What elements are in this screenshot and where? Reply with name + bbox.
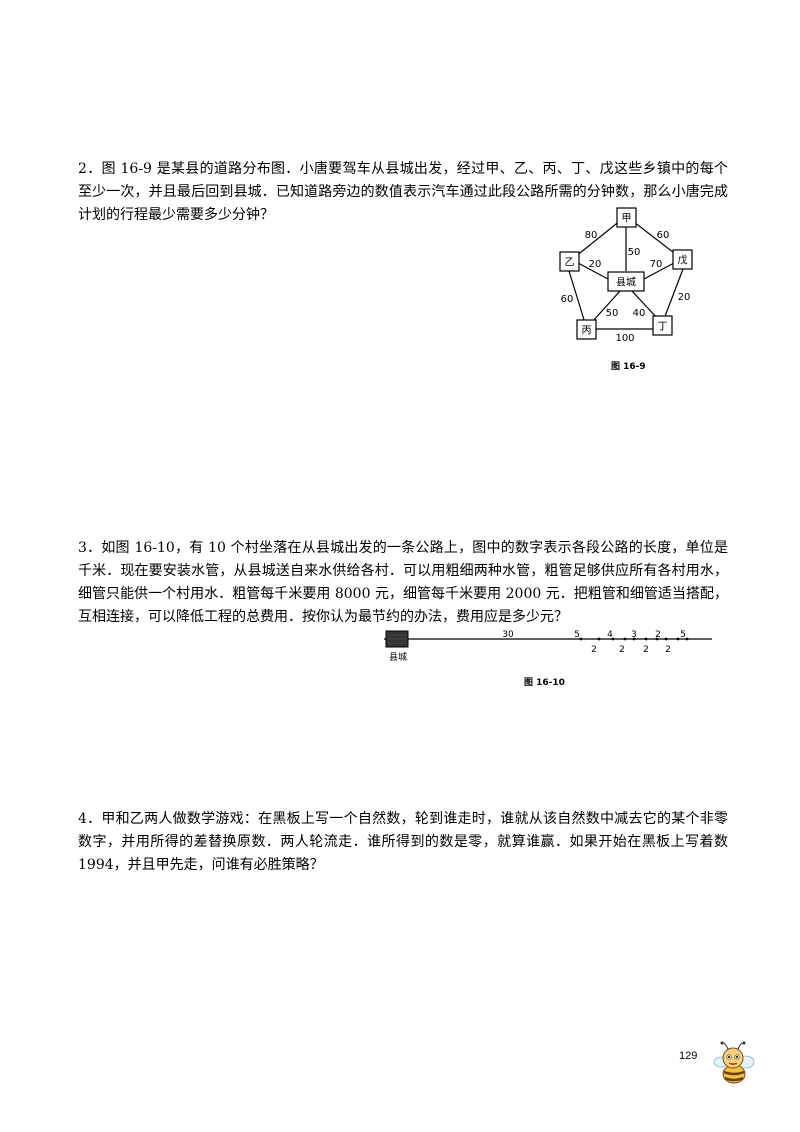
node-box-center [607, 271, 645, 292]
village-dot [664, 637, 668, 641]
segment-label: 2 [655, 630, 661, 640]
village-dot [579, 637, 583, 641]
weight-jia-wu: 60 [657, 230, 670, 241]
edge-wu-center [643, 262, 675, 280]
segment-label: 2 [619, 645, 625, 655]
edge-wu-ding [663, 268, 684, 320]
node-box-wu [672, 249, 693, 270]
segment-label: 5 [574, 630, 580, 640]
county-label: 县城 [389, 652, 407, 663]
problem-3-text: 3．如图 16-10，有 10 个村坐落在从县城出发的一条公路上，图中的数字表示… [78, 540, 728, 625]
edge-yi-center [577, 262, 609, 280]
segment-label: 5 [680, 630, 686, 640]
node-label-jia: 甲 [622, 214, 632, 225]
segment-label: 3 [631, 630, 637, 640]
node-label-wu: 戊 [678, 255, 688, 267]
weight-jia-center: 50 [628, 247, 641, 258]
village-dot [611, 637, 615, 641]
node-label-center: 县城 [616, 277, 636, 289]
figure-16-9-caption: 图 16-9 [611, 362, 646, 372]
node-label-ding: 丁 [658, 322, 668, 333]
node-box-jia [616, 207, 637, 228]
segment-label: 2 [591, 645, 597, 655]
bee-mascot-icon [708, 1038, 758, 1092]
figure-16-9: 甲 乙 戊 丙 丁 县城 80 60 50 20 70 60 20 50 40 … [550, 205, 710, 359]
village-dot [597, 637, 601, 641]
node-box-ding [652, 315, 673, 336]
edge-yi-bing [568, 270, 586, 324]
segment-label: 4 [607, 630, 613, 640]
node-box-bing [576, 319, 597, 340]
village-dot [685, 637, 689, 641]
weight-center-ding: 40 [633, 308, 646, 319]
road-network-diagram: 甲 乙 戊 丙 丁 县城 80 60 50 20 70 60 20 50 40 … [559, 207, 693, 344]
weight-wu-center: 70 [650, 259, 663, 270]
village-dot [632, 637, 636, 641]
node-label-bing: 丙 [582, 326, 592, 337]
weight-yi-bing: 60 [561, 294, 574, 305]
page-number: 129 [679, 1050, 698, 1062]
village-dot [644, 637, 648, 641]
segment-label: 2 [665, 645, 671, 655]
node-label-yi: 乙 [565, 257, 575, 269]
pipeline-line-diagram: 30 5 4 3 2 5 2 2 2 2 县城 [384, 630, 712, 663]
edge-center-bing [592, 290, 621, 322]
weight-jia-yi: 80 [585, 230, 598, 241]
village-dot [676, 637, 680, 641]
segment-label: 2 [643, 645, 649, 655]
problem-2-text: 2．图 16-9 是某县的道路分布图．小唐要驾车从县城出发，经过甲、乙、丙、丁、… [78, 161, 728, 223]
village-dot [655, 637, 659, 641]
problem-4-text: 4．甲和乙两人做数学游戏：在黑板上写一个自然数，轮到谁走时，谁就从该自然数中减去… [78, 811, 728, 873]
village-dot [623, 637, 627, 641]
figure-16-10-caption: 图 16-10 [524, 678, 565, 688]
weight-wu-ding: 20 [678, 292, 691, 303]
figure-16-10: 30 5 4 3 2 5 2 2 2 2 县城 [378, 626, 718, 670]
edge-center-ding [631, 290, 659, 320]
segment-label: 30 [502, 630, 514, 640]
weight-bing-ding: 100 [615, 333, 634, 344]
weight-yi-center: 20 [589, 259, 602, 270]
node-box-yi [559, 251, 580, 272]
weight-center-bing: 50 [606, 308, 619, 319]
